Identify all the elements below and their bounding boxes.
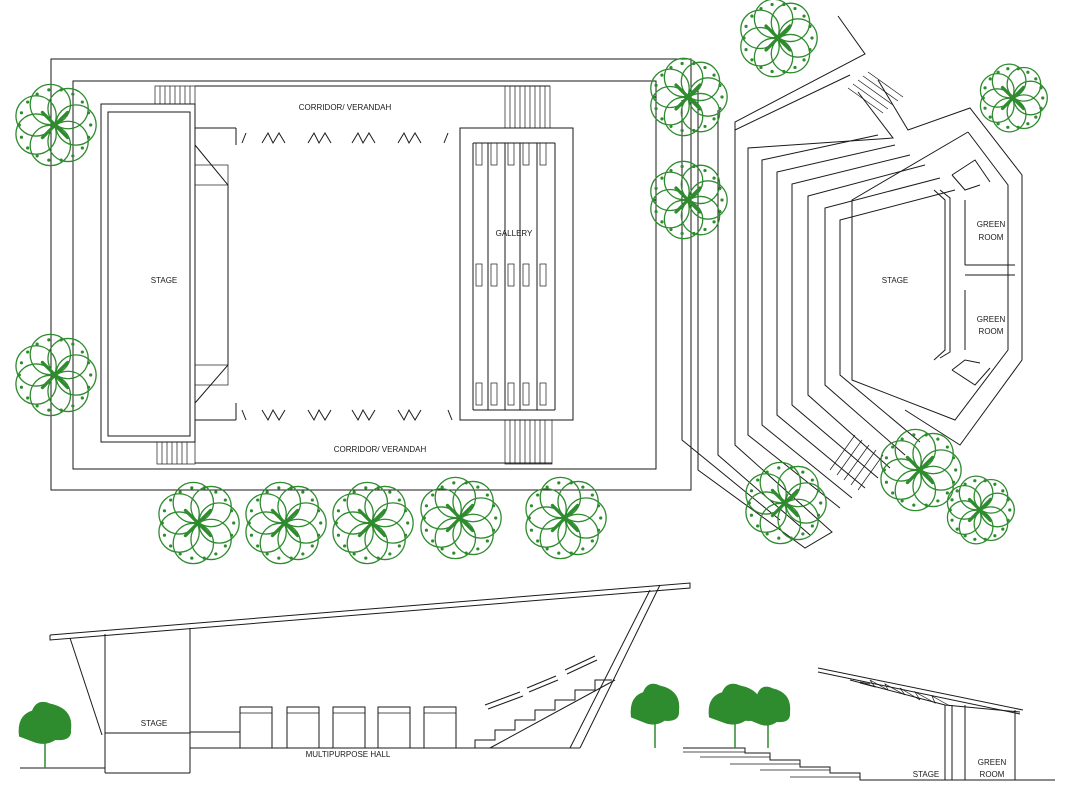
- plan-trees: [15, 0, 1048, 565]
- truss-roof: [817, 667, 1024, 715]
- green-room-section-line2: ROOM: [980, 770, 1005, 779]
- gallery-label: GALLERY: [496, 229, 533, 238]
- section-stairs: [474, 655, 616, 749]
- tree-elevation-icon: [745, 686, 791, 748]
- tree-elevation-icon: [18, 701, 72, 768]
- zigzag-seating-top: [241, 131, 449, 145]
- corridor-bottom-label: CORRIDOR/ VERANDAH: [334, 445, 427, 454]
- stairs-right-top: [504, 85, 551, 129]
- tree-plan-icon: [15, 83, 97, 167]
- green-room-1-line1: GREEN: [977, 220, 1006, 229]
- stairs-ne: [847, 71, 904, 114]
- left-section-elevation: STAGE MULTIPURPOSE HALL: [20, 582, 691, 774]
- gallery-block: [459, 127, 574, 421]
- cabins: [239, 706, 457, 749]
- tree-plan-icon: [245, 481, 327, 565]
- tree-plan-icon: [650, 57, 728, 137]
- multipurpose-hall-label: MULTIPURPOSE HALL: [306, 750, 391, 759]
- tree-elevation-icon: [630, 683, 680, 748]
- tree-plan-icon: [525, 476, 607, 560]
- seating-tiers: [681, 15, 1023, 549]
- stairs-right-bottom: [504, 419, 553, 465]
- tree-plan-icon: [15, 333, 97, 417]
- stage-inner: [107, 111, 191, 437]
- tree-plan-icon: [332, 481, 414, 565]
- tree-plan-icon: [158, 481, 240, 565]
- tree-plan-icon: [420, 476, 502, 560]
- zigzag-seating-bottom: [241, 408, 453, 422]
- tree-plan-icon: [740, 0, 818, 78]
- tree-plan-icon: [979, 63, 1048, 133]
- site-boundary: [50, 58, 692, 491]
- green-rooms: [933, 159, 1015, 386]
- tree-plan-icon: [745, 461, 827, 545]
- stage-block: [100, 103, 196, 443]
- stage-label-left-plan: STAGE: [151, 276, 178, 285]
- tree-plan-icon: [650, 160, 728, 240]
- amphitheatre-steps: [683, 747, 878, 781]
- tree-plan-icon: [946, 475, 1015, 545]
- left-floor-plan: CORRIDOR/ VERANDAH CORRIDOR/ VERANDAH ST…: [50, 58, 692, 491]
- green-room-2-line1: GREEN: [977, 315, 1006, 324]
- stage-label-right-plan: STAGE: [882, 276, 909, 285]
- elevation-trees: [18, 683, 791, 768]
- tree-plan-icon: [880, 428, 962, 512]
- green-room-1-line2: ROOM: [979, 233, 1004, 242]
- corridor-top-label: CORRIDOR/ VERANDAH: [299, 103, 392, 112]
- green-room-section-line1: GREEN: [978, 758, 1007, 767]
- stage-label-right-section: STAGE: [913, 770, 940, 779]
- right-floor-plan: STAGE GREEN ROOM GREEN ROOM: [681, 15, 1023, 549]
- plinth-outline: [72, 80, 657, 470]
- stairs-bottom-left: [156, 441, 196, 465]
- stairs-top-left: [154, 85, 196, 105]
- stairs-se: [829, 434, 884, 491]
- right-section-elevation: STAGE GREEN ROOM: [683, 667, 1055, 781]
- green-room-2-line2: ROOM: [979, 327, 1004, 336]
- stage-label-left-section: STAGE: [141, 719, 168, 728]
